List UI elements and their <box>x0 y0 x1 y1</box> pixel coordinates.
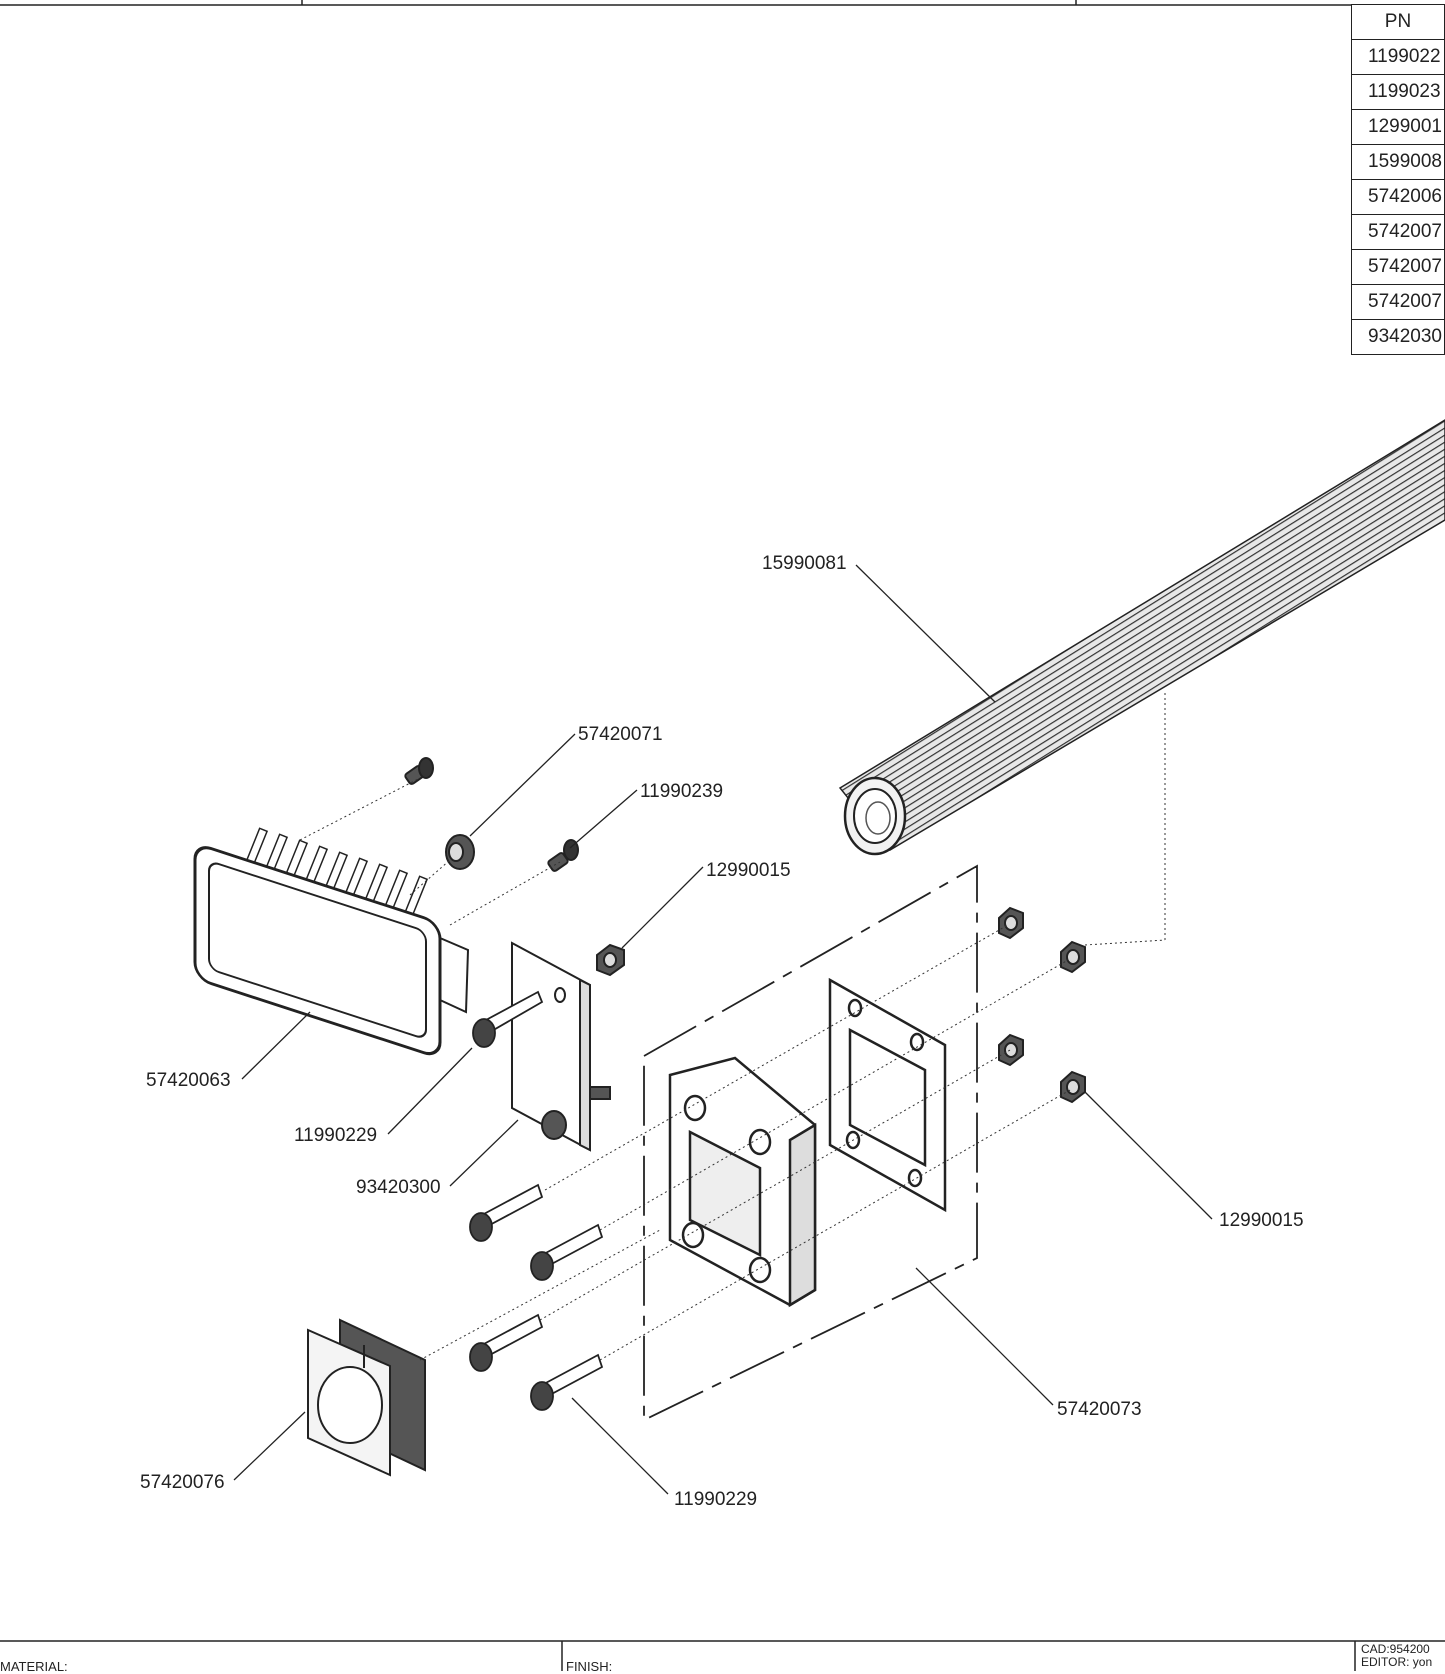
parts-table-row: 5742007 <box>1351 214 1445 250</box>
plate-93420300 <box>511 941 611 1152</box>
parts-table-row: 5742006 <box>1351 179 1445 215</box>
corrugated-hose-15990081 <box>838 419 1445 856</box>
callout-15990081: 15990081 <box>762 553 847 574</box>
flange-envelope-57420073 <box>643 864 978 1422</box>
callout-93420300: 93420300 <box>356 1177 441 1198</box>
assembly-centerlines <box>299 690 1166 1361</box>
gasket <box>828 977 947 1213</box>
bolt-11990229-b <box>469 1183 544 1242</box>
nut-right-3 <box>998 1033 1024 1067</box>
parts-table-row: 5742007 <box>1351 284 1445 320</box>
callout-57420063: 57420063 <box>146 1070 231 1091</box>
screw-top-left <box>404 757 434 785</box>
parts-table-row: 9342030 <box>1351 319 1445 355</box>
grommet-57420076 <box>307 1318 426 1477</box>
sheet-border-top <box>0 0 1351 6</box>
callout-57420071: 57420071 <box>578 724 663 745</box>
connector-57420063 <box>193 827 470 1056</box>
nut-right-4 <box>1060 1070 1086 1104</box>
nut-right-1 <box>998 906 1024 940</box>
callout-11990239: 11990239 <box>640 781 723 802</box>
cad-reference: CAD:954200 <box>1361 1642 1430 1656</box>
nut-12990015-top <box>596 943 625 977</box>
callout-57420076: 57420076 <box>140 1472 225 1493</box>
editor-label: EDITOR: yon <box>1361 1655 1433 1669</box>
callout-12990015-top: 12990015 <box>706 860 791 881</box>
screw-11990239 <box>547 839 579 872</box>
flange-block <box>668 1056 817 1308</box>
nut-right-2 <box>1060 940 1086 974</box>
parts-table-row: 1199022 <box>1351 39 1445 75</box>
bolt-11990229-d <box>469 1313 544 1372</box>
parts-table-row: 1599008 <box>1351 144 1445 180</box>
parts-table-header: PN <box>1351 4 1445 40</box>
bolt-11990229-a <box>472 990 544 1048</box>
insert-57420071 <box>445 834 475 870</box>
callout-12990015-right: 12990015 <box>1219 1210 1304 1231</box>
material-label: MATERIAL: <box>0 1659 68 1674</box>
parts-table-row: 1299001 <box>1351 109 1445 145</box>
parts-table: PN 1199022 1199023 1299001 1599008 57420… <box>1351 4 1445 355</box>
title-block-frame <box>0 1640 1445 1671</box>
callout-11990229-bottom: 11990229 <box>674 1489 757 1510</box>
parts-table-row: 1199023 <box>1351 74 1445 110</box>
finish-label: FINISH: <box>566 1659 613 1674</box>
bolt-11990229-e <box>530 1353 604 1411</box>
leader-lines <box>233 564 1213 1495</box>
bolt-11990229-c <box>530 1223 604 1281</box>
callout-57420073: 57420073 <box>1057 1399 1142 1420</box>
parts-table-row: 5742007 <box>1351 249 1445 285</box>
callout-11990229-mid: 11990229 <box>294 1125 377 1146</box>
